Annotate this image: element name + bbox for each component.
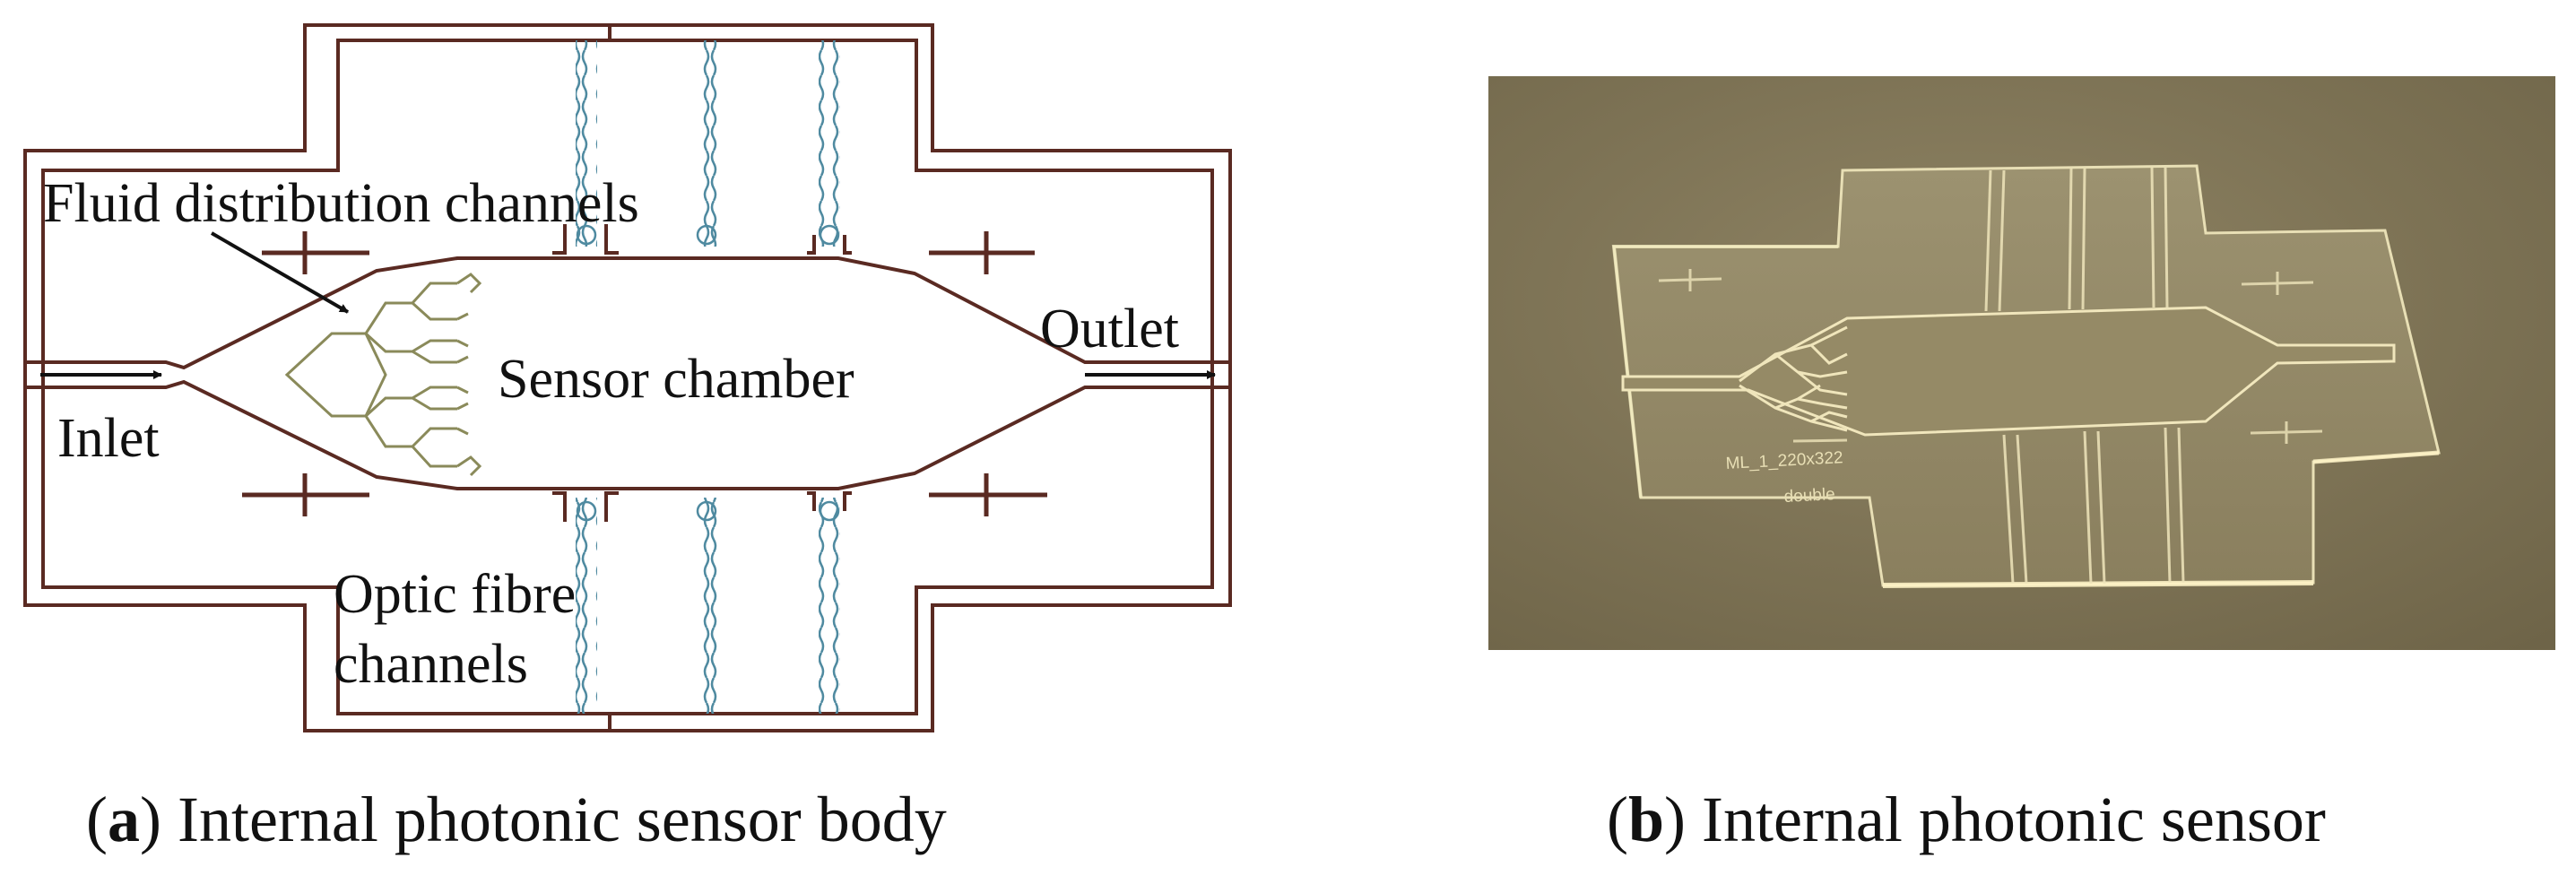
label-inlet: Inlet [57, 408, 160, 469]
body-inner-outline [41, 39, 1214, 715]
caption-a: (a) Internal photonic sensor body [86, 784, 947, 855]
caption-b-letter: b [1627, 784, 1665, 855]
alignment-crosses [242, 231, 1047, 516]
optic-fibre-channels-top [576, 40, 840, 247]
panel-b-photo: ML_1_220x322 double [1488, 76, 2555, 650]
photo-alignment-marks [1658, 269, 2323, 444]
label-outlet: Outlet [1040, 299, 1179, 360]
caption-b: (b) Internal photonic sensor [1607, 784, 2326, 855]
sensor-photo: ML_1_220x322 double [1488, 76, 2555, 650]
label-optic-fibre-line1: Optic fibre [334, 564, 577, 625]
label-fluid-distribution: Fluid distribution channels [43, 173, 639, 234]
photo-distribution-tree [1739, 325, 1848, 432]
label-sensor-chamber: Sensor chamber [498, 349, 854, 410]
body-outer-outline [23, 23, 1232, 732]
caption-b-text: Internal photonic sensor [1702, 784, 2326, 855]
fluid-distribution-tree [284, 273, 482, 477]
label-optic-fibre-line2: channels [334, 634, 528, 695]
sensor-body-diagram [23, 23, 1232, 732]
optic-fibre-channels-bottom [576, 498, 840, 714]
photo-fibre-channels [1984, 167, 2185, 585]
photo-engraved-text-2: double [1783, 485, 1835, 507]
caption-a-text: Internal photonic sensor body [177, 784, 947, 855]
distribution-pointer-arrow [210, 231, 350, 314]
sensor-chamber-outline [25, 256, 1230, 490]
panel-a-schematic: Fluid distribution channels Sensor chamb… [0, 0, 1255, 744]
fibre-brackets [552, 224, 852, 522]
caption-a-letter: a [107, 784, 140, 855]
